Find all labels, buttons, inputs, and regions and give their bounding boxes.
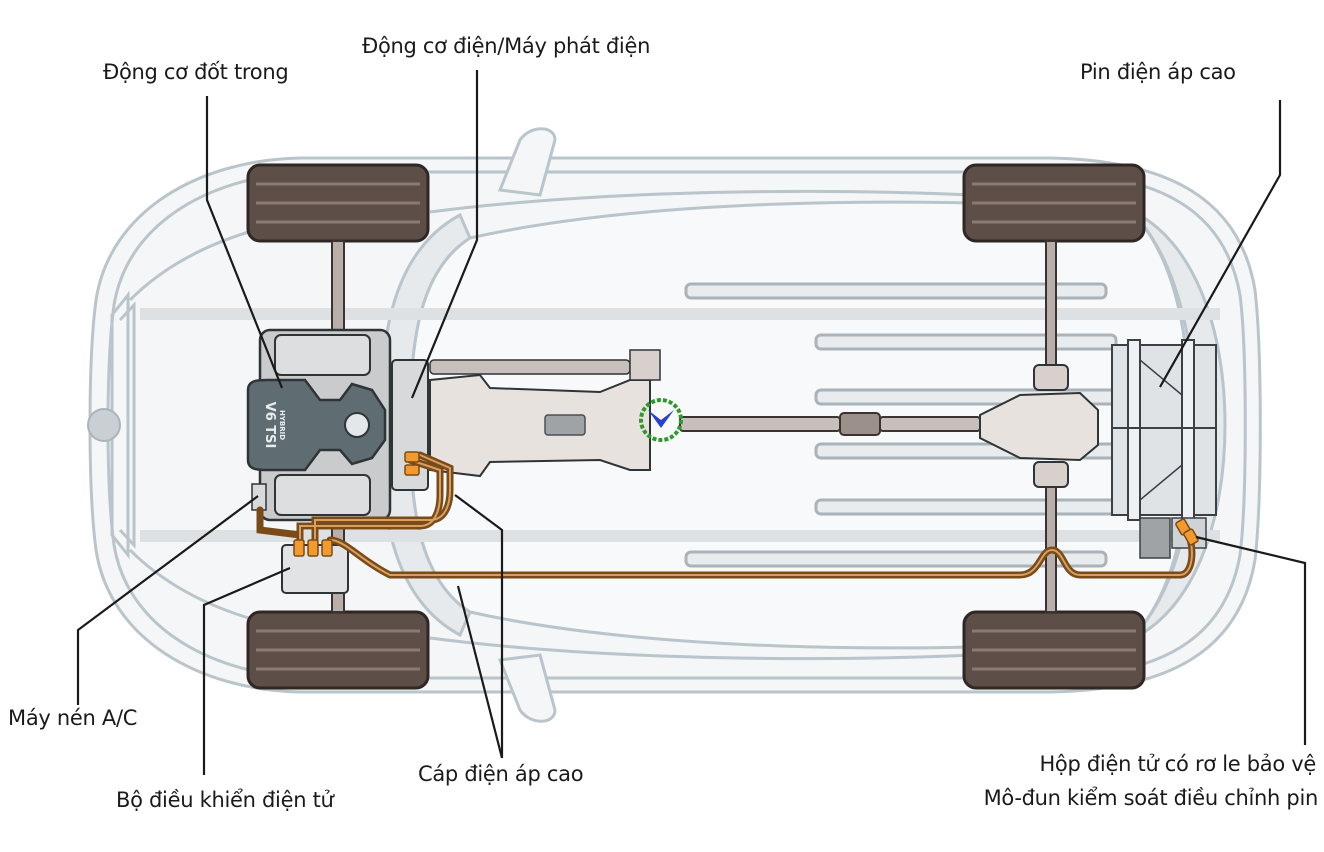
- transfer-case: [629, 349, 661, 381]
- leader-lines: [76, 70, 1307, 775]
- mirror-bottom: [497, 653, 557, 723]
- label-battery-module: Mô-đun kiểm soát điều chỉnh pin: [983, 786, 1319, 810]
- engine-bank-bottom: [274, 474, 371, 516]
- diff-housing: [979, 391, 1099, 462]
- floor-rail: [684, 282, 1108, 300]
- engine-badge-line2: HYBRID: [278, 410, 286, 440]
- band-top: [140, 308, 1220, 320]
- diff-upper-joint: [1033, 364, 1069, 391]
- leader-battery: [1159, 100, 1282, 388]
- front-accessories: [251, 483, 349, 594]
- grille: [110, 290, 130, 560]
- engine-badge-line1: V6 TSI: [262, 402, 277, 449]
- tire-front-right: [246, 610, 430, 690]
- ac-compressor: [251, 483, 267, 511]
- tire-front-left: [246, 163, 430, 243]
- floor-rail: [684, 550, 1108, 568]
- watermark-emblem: [639, 398, 683, 442]
- hv-battery: [1111, 339, 1217, 559]
- engine: V6 TSI HYBRID: [246, 328, 392, 522]
- rear-axle-bottom: [1045, 479, 1057, 613]
- engine-cover: [246, 378, 387, 472]
- battery-control-module: [1139, 517, 1171, 559]
- hv-connector: [293, 539, 305, 557]
- label-internal-combustion-engine: Động cơ đốt trong: [103, 60, 289, 84]
- label-ac-compressor: Máy nén A/C: [8, 706, 138, 730]
- hv-connector: [321, 539, 333, 557]
- hv-connector: [1183, 528, 1199, 546]
- tire-rear-left: [962, 163, 1146, 243]
- transmission: [391, 349, 661, 491]
- hv-connector: [404, 464, 420, 476]
- label-motor-generator: Động cơ điện/Máy phát điện: [362, 34, 651, 58]
- battery-strap-left: [1127, 339, 1141, 521]
- leader-power-electronics: [202, 566, 291, 775]
- floor-rail: [814, 498, 1118, 516]
- tire-rear-right: [962, 610, 1146, 690]
- band-bottom: [140, 530, 1220, 542]
- hv-cables: [256, 451, 1199, 579]
- label-hv-battery: Pin điện áp cao: [1080, 60, 1236, 84]
- leader-cable-1: [456, 585, 504, 759]
- label-relay-box: Hộp điện tử có rơ le bảo vệ: [1039, 752, 1316, 776]
- upper-shaft: [429, 359, 631, 375]
- engine-bank-top: [274, 334, 371, 376]
- propshaft-rear: [879, 416, 981, 432]
- propshaft: [679, 412, 981, 436]
- label-power-electronics: Bộ điều khiển điện tử: [116, 788, 334, 812]
- leader-motor: [410, 70, 479, 399]
- leader-ac: [76, 495, 259, 705]
- hv-connector: [404, 451, 420, 463]
- rear-differential: [979, 364, 1099, 488]
- battery-strap-right: [1181, 339, 1195, 521]
- hv-cable-compressor: [256, 506, 304, 539]
- hv-connector: [307, 539, 319, 557]
- grille-inner: [118, 301, 136, 549]
- tires: [246, 163, 1146, 690]
- rear-axle-top: [1045, 240, 1057, 372]
- vw-logo-icon: [344, 412, 370, 438]
- gearbox-window: [544, 414, 586, 436]
- label-hv-cables: Cáp điện áp cao: [418, 762, 584, 786]
- mirror-top: [497, 127, 557, 197]
- front-axle-top: [331, 240, 345, 332]
- leader-cable-2: [454, 494, 504, 758]
- front-badge: [87, 408, 121, 442]
- leader-ice: [205, 96, 284, 389]
- floor-rail: [814, 333, 1118, 351]
- propshaft-front: [679, 416, 841, 432]
- diff-lower-joint: [1033, 461, 1069, 488]
- gearbox: [429, 373, 651, 478]
- propshaft-joint: [839, 412, 881, 436]
- leader-relay: [1195, 535, 1307, 745]
